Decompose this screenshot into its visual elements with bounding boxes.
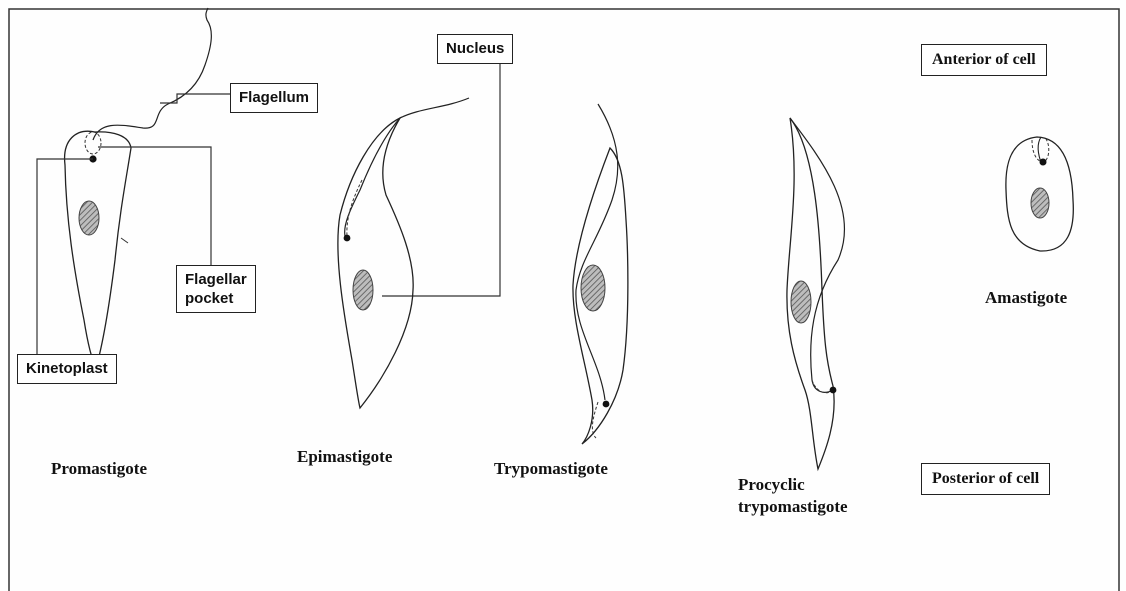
kinetoplast-label: Kinetoplast [17,354,117,384]
amastigote-cell [1006,137,1073,251]
flagellar-pocket-line2: pocket [185,289,247,308]
amastigote-nucleus [1031,188,1049,218]
promastigote-nucleus [79,201,99,235]
epimastigote-caption: Epimastigote [297,446,392,468]
procyclic-kinetoplast [830,387,837,394]
nucleus-label: Nucleus [437,34,513,64]
trypomastigote-caption: Trypomastigote [494,458,608,480]
procyclic-trypomastigote-caption: Procyclic trypomastigote [738,474,908,518]
epimastigote-nucleus [353,270,373,310]
trypomastigote-kinetoplast [603,401,610,408]
promastigote-caption: Promastigote [51,458,147,480]
flagellum-label: Flagellum [230,83,318,113]
trypomastigote-cell [573,104,628,444]
procyclic-trypomastigote-cell [787,118,845,469]
amastigote-caption: Amastigote [985,287,1067,309]
anterior-label: Anterior of cell [921,44,1047,76]
promastigote-flagellar-pocket [85,132,101,154]
flagellar-pocket-line1: Flagellar [185,270,247,289]
promastigote-flagellum [93,8,211,140]
promastigote-cell [65,8,212,368]
trypomastigote-nucleus [581,265,605,311]
posterior-label: Posterior of cell [921,463,1050,495]
flagellar-pocket-label: Flagellar pocket [176,265,256,313]
epimastigote-flagellum [345,98,469,236]
procyclic-nucleus [791,281,811,323]
procyclic-line2: trypomastigote [738,496,908,518]
procyclic-flagellum [790,118,845,392]
epimastigote-cell [338,98,469,408]
procyclic-line1: Procyclic [738,474,908,496]
epimastigote-kinetoplast [344,235,351,242]
amastigote-kinetoplast [1040,159,1047,166]
